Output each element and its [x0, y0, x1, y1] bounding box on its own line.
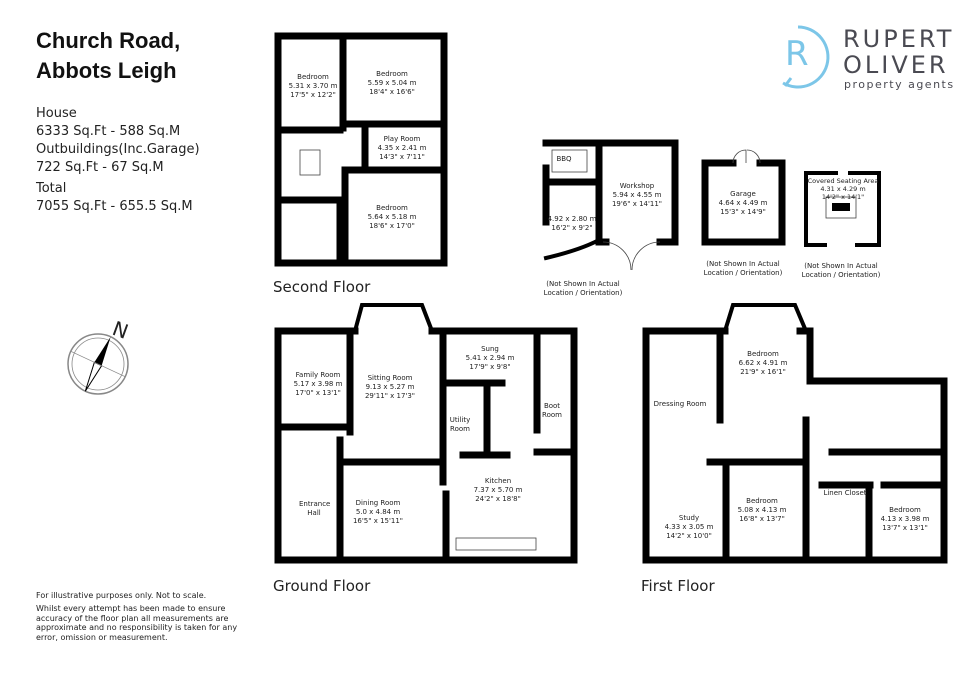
- room-dressing-room: Dressing Room: [653, 400, 707, 408]
- room-utility-room: Utility Room: [449, 416, 471, 433]
- area-total-label: Total: [36, 181, 67, 196]
- area-outbuildings-value: 722 Sq.Ft - 67 Sq.M: [36, 160, 164, 175]
- ground-floor-walls: [274, 303, 578, 564]
- first-floor-label: First Floor: [641, 577, 715, 595]
- logo-line-3: property agents: [844, 78, 955, 91]
- area-outbuildings-label: Outbuildings(Inc.Garage): [36, 142, 200, 157]
- kitchen-island: [455, 537, 537, 551]
- logo-line-2: OLIVER: [843, 51, 949, 79]
- area-total-value: 7055 Sq.Ft - 655.5 Sq.M: [36, 199, 193, 214]
- logo: R RUPERT OLIVER property agents: [763, 22, 963, 92]
- compass-north-icon: [67, 333, 129, 395]
- skylight: [299, 149, 321, 176]
- area-house-label: House: [36, 106, 77, 121]
- disclaimer-line-1: For illustrative purposes only. Not to s…: [36, 591, 207, 600]
- title-line-2: Abbots Leigh: [36, 58, 177, 83]
- bbq-box: [551, 149, 588, 173]
- ground-floor-label: Ground Floor: [273, 577, 371, 595]
- fireplace-outline: [825, 196, 857, 219]
- area-summary: House 6333 Sq.Ft - 588 Sq.M Outbuildings…: [36, 105, 200, 216]
- disclaimer-line-2: Whilst every attempt has been made to en…: [36, 604, 238, 642]
- property-title: Church Road, Abbots Leigh: [36, 26, 180, 86]
- second-floor-label: Second Floor: [273, 278, 371, 296]
- logo-line-1: RUPERT: [843, 25, 955, 53]
- workshop-doors: [602, 241, 661, 271]
- title-line-1: Church Road,: [36, 28, 181, 53]
- logo-ring-icon: [782, 25, 830, 89]
- room-entrance-hall: Entrance Hall: [299, 500, 331, 517]
- room-linen-closet: Linen Closet: [823, 489, 867, 497]
- outbuildings-walls: [542, 139, 881, 261]
- logo-letter: R: [785, 34, 809, 74]
- garage-doors: [732, 149, 761, 164]
- first-floor-walls: [642, 303, 948, 564]
- bbq-label: BBQ: [556, 155, 572, 163]
- room-boot-room: Boot Room: [542, 402, 562, 419]
- area-house-value: 6333 Sq.Ft - 588 Sq.M: [36, 124, 181, 139]
- second-floor-walls: [274, 32, 448, 267]
